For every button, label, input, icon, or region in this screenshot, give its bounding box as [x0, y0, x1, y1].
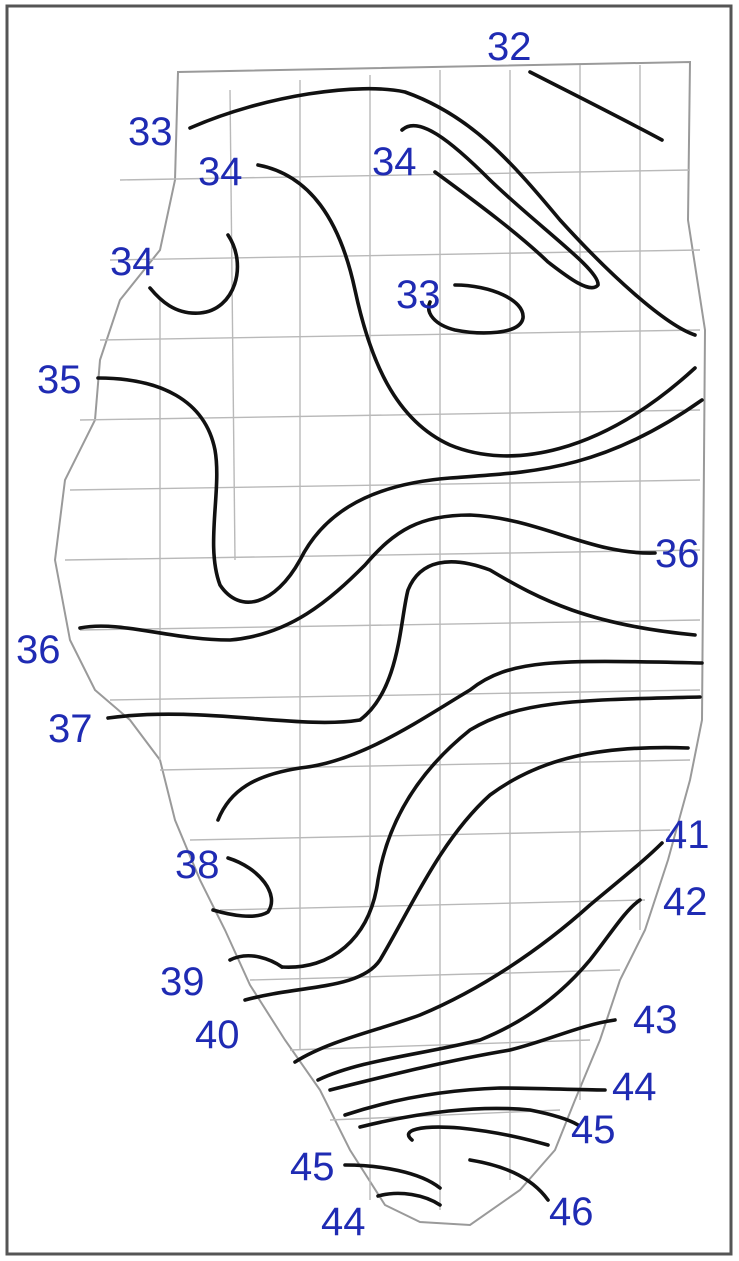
label-34-west: 34 [110, 240, 155, 284]
county-lines [64, 65, 701, 1210]
isoline-43 [328, 1018, 617, 1092]
isoline-34-loop [400, 123, 600, 290]
label-45-east: 45 [571, 1108, 616, 1152]
isoline-45 [358, 1106, 580, 1129]
label-40: 40 [195, 1013, 240, 1057]
label-41: 41 [665, 813, 710, 857]
isoline-46 [406, 1125, 550, 1147]
isoline-33-closed [427, 283, 525, 335]
label-36-east: 36 [655, 532, 700, 576]
map-border [5, 4, 733, 1256]
isolines [78, 70, 704, 1207]
label-39: 39 [160, 960, 205, 1004]
label-44-south: 44 [321, 1200, 366, 1244]
isoline-34-west [148, 233, 240, 315]
label-34-main: 34 [198, 150, 243, 194]
label-44-east: 44 [612, 1065, 657, 1109]
isoline-44-south [376, 1191, 442, 1207]
isoline-36-upper [78, 513, 657, 642]
isoline-36-lower [106, 560, 697, 725]
isoline-45-south [343, 1163, 442, 1190]
isoline-35 [96, 376, 704, 604]
label-33-north: 33 [128, 110, 173, 154]
isoline-38-long [280, 695, 702, 969]
isoline-32 [528, 70, 664, 142]
isoline-44 [343, 1086, 607, 1117]
isoline-34-main [256, 163, 697, 458]
isoline-39 [228, 954, 284, 969]
label-37: 37 [48, 707, 93, 751]
isoline-46-tail [468, 1158, 550, 1202]
label-45-south: 45 [290, 1145, 335, 1189]
label-34-loop: 34 [372, 140, 417, 184]
isoline-37 [216, 659, 704, 822]
label-32: 32 [487, 25, 532, 69]
label-33-closed: 33 [396, 273, 441, 317]
label-38: 38 [175, 843, 220, 887]
isoline-42 [316, 898, 642, 1082]
label-46: 46 [549, 1190, 594, 1234]
isoline-41 [293, 841, 664, 1064]
isoline-33-north [188, 86, 697, 337]
state-outline [53, 60, 707, 1227]
isoline-38 [211, 856, 274, 918]
label-43: 43 [633, 998, 678, 1042]
isoline-40 [243, 745, 690, 1002]
label-42: 42 [663, 880, 708, 924]
isoline-labels: 32 33 34 34 34 33 35 36 36 37 38 39 40 4… [16, 25, 710, 1244]
label-36-west: 36 [16, 628, 61, 672]
label-35: 35 [37, 358, 82, 402]
